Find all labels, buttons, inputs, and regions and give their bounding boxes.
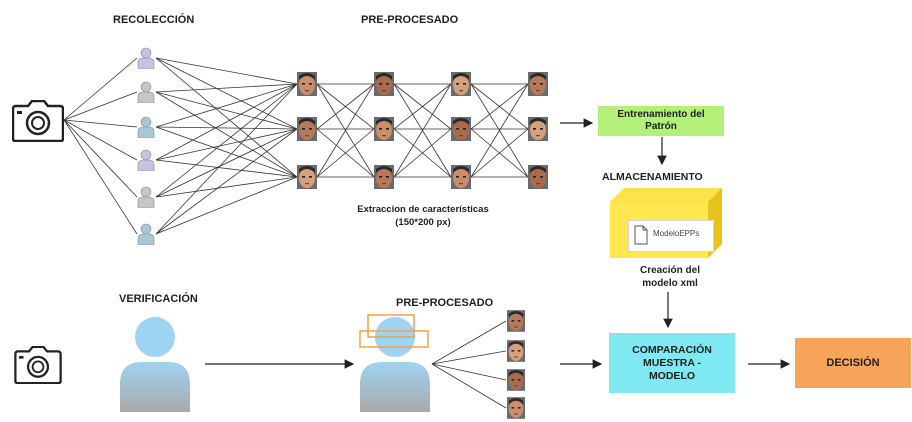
verificacion-label: VERIFICACIÓN xyxy=(119,293,198,305)
entrenamiento-line2: Patrón xyxy=(645,121,677,132)
face-thumbnail xyxy=(528,72,548,96)
user-icon xyxy=(120,317,190,412)
face-thumbnail xyxy=(374,165,394,189)
face-thumbnail xyxy=(528,117,548,141)
preprocesado-top-label: PRE-PROCESADO xyxy=(361,14,459,26)
user-icon xyxy=(137,223,155,245)
entrenamiento-box: Entrenamiento del Patrón xyxy=(598,106,724,136)
face-thumbnail xyxy=(297,117,317,141)
decision-box: DECISIÓN xyxy=(795,338,911,388)
face-thumbnail xyxy=(507,310,525,332)
face-thumbnail xyxy=(297,165,317,189)
comparacion-line3: MODELO xyxy=(648,369,696,382)
file-card: ModeloEPPs xyxy=(628,220,714,252)
file-icon xyxy=(634,225,648,245)
decision-label: DECISIÓN xyxy=(826,356,880,369)
camera-icon xyxy=(14,346,62,384)
user-icon xyxy=(137,186,155,208)
face-thumbnail xyxy=(528,165,548,189)
user-icon xyxy=(359,314,430,412)
comparacion-line2: MUESTRA - xyxy=(643,356,701,369)
extraccion-caption: Extraccion de características (150*200 p… xyxy=(318,203,528,229)
comparacion-box: COMPARACIÓN MUESTRA - MODELO xyxy=(609,333,735,393)
extraccion-line2: (150*200 px) xyxy=(395,217,451,228)
face-thumbnail xyxy=(451,72,471,96)
face-thumbnail xyxy=(507,340,525,362)
camera-icon xyxy=(12,100,64,142)
creacion-line1: Creación del xyxy=(639,265,701,276)
face-thumbnail xyxy=(451,165,471,189)
face-thumbnail xyxy=(374,72,394,96)
file-name: ModeloEPPs xyxy=(653,229,700,238)
face-thumbnail xyxy=(507,369,525,391)
preprocesado-bottom-label: PRE-PROCESADO xyxy=(396,297,494,309)
user-icon xyxy=(137,47,155,69)
recoleccion-label: RECOLECCIÓN xyxy=(113,14,195,26)
almacenamiento-label: ALMACENAMIENTO xyxy=(602,171,703,183)
face-thumbnail xyxy=(451,117,471,141)
entrenamiento-line1: Entrenamiento del xyxy=(617,109,705,120)
extraccion-line1: Extraccion de características xyxy=(357,204,489,215)
face-thumbnail xyxy=(507,397,525,419)
face-thumbnail xyxy=(374,117,394,141)
creacion-caption: Creación del modelo xml xyxy=(622,264,718,290)
comparacion-line1: COMPARACIÓN xyxy=(632,343,712,356)
user-icon xyxy=(137,116,155,138)
creacion-line2: modelo xml xyxy=(642,278,698,289)
user-icon xyxy=(137,149,155,171)
user-icon xyxy=(137,81,155,103)
face-thumbnail xyxy=(297,72,317,96)
